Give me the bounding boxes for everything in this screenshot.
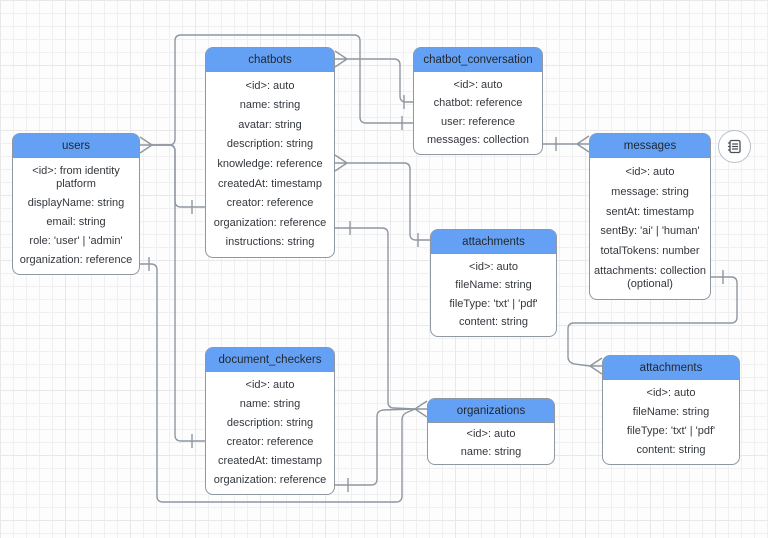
connector-users-document_checkers-creator[interactable]: [152, 144, 205, 448]
entity-chatbot_conversation-title: chatbot_conversation: [414, 48, 542, 72]
connector-users-organizations[interactable]: [140, 257, 416, 503]
field-row: sentAt: timestamp: [605, 205, 695, 218]
field-row: chatbot: reference: [433, 97, 523, 110]
field-row: <id>: auto: [245, 79, 295, 92]
entity-users[interactable]: users <id>: from identity platform displa…: [12, 133, 140, 275]
field-row: createdAt: timestamp: [218, 455, 322, 467]
field-row: <id>: auto: [453, 78, 503, 91]
entity-attachments-bottom[interactable]: attachments <id>: auto fileName: string fi…: [602, 355, 740, 465]
entity-document_checkers[interactable]: document_checkers <id>: auto name: string…: [205, 347, 335, 495]
field-row: description: string: [226, 417, 314, 429]
connector-chatbots-attachments-knowledge[interactable]: [347, 162, 430, 247]
crows-foot-organizations: [414, 400, 428, 418]
field-row: creator: reference: [226, 197, 314, 210]
field-row: user: reference: [441, 115, 515, 128]
field-row: organization: reference: [213, 474, 327, 486]
field-row: fileType: 'txt' | 'pdf': [449, 297, 538, 310]
field-row: creator: reference: [226, 436, 314, 448]
note-indicator[interactable]: [718, 130, 751, 163]
field-row: name: string: [460, 445, 522, 458]
field-row: name: string: [239, 99, 301, 112]
field-row: <id>: auto: [245, 379, 295, 391]
field-row: instructions: string: [225, 236, 315, 249]
entity-chatbot_conversation-fields: <id>: auto chatbot: reference user: refere…: [414, 72, 542, 154]
connector-document_checkers-organizations[interactable]: [335, 408, 416, 492]
field-row: organization: reference: [19, 254, 133, 266]
entity-messages[interactable]: messages <id>: auto message: string sentAt…: [589, 133, 711, 300]
crows-foot-chatbots-knowledge: [334, 154, 348, 172]
connector-users-chatbots-creator[interactable]: [152, 144, 205, 214]
connector-messages-attachments[interactable]: [567, 270, 738, 367]
field-row: createdAt: timestamp: [218, 177, 322, 190]
entity-organizations[interactable]: organizations <id>: auto name: string: [427, 398, 555, 465]
crows-foot-messages: [576, 135, 590, 153]
field-row: messages: collection: [426, 134, 530, 147]
field-row: <id>: auto: [625, 165, 675, 178]
connector-users-chatbot_conversation-user[interactable]: [152, 34, 413, 146]
entity-document_checkers-title: document_checkers: [206, 348, 334, 372]
field-row: displayName: string: [27, 197, 125, 209]
field-row: <id>: from identity platform: [32, 165, 120, 190]
entity-messages-fields: <id>: auto message: string sentAt: timesta…: [590, 158, 710, 299]
entity-chatbots-fields: <id>: auto name: string avatar: string desc…: [206, 72, 334, 257]
entity-attachments-middle-fields: <id>: auto fileName: string fileType: 'txt…: [431, 254, 556, 336]
field-row: attachments: collection (optional): [594, 265, 706, 291]
entity-chatbots-title: chatbots: [206, 48, 334, 72]
entity-users-title: users: [13, 134, 139, 158]
crows-foot-users: [139, 136, 153, 154]
connector-chatbot_conversation-messages[interactable]: [543, 137, 577, 151]
entity-attachments-bottom-fields: <id>: auto fileName: string fileType: 'txt…: [603, 380, 739, 464]
crows-foot-attachments-bottom: [589, 357, 603, 375]
entity-organizations-title: organizations: [428, 399, 554, 423]
field-row: sentBy: 'ai' | 'human': [600, 225, 700, 238]
field-row: fileName: string: [632, 406, 710, 418]
field-row: email: string: [46, 216, 106, 228]
field-row: fileName: string: [455, 279, 532, 292]
entity-attachments-bottom-title: attachments: [603, 356, 739, 380]
field-row: avatar: string: [238, 118, 302, 131]
entity-messages-title: messages: [590, 134, 710, 158]
field-row: totalTokens: number: [600, 245, 700, 258]
connector-chatbots-organizations[interactable]: [335, 221, 416, 410]
entity-attachments-middle-title: attachments: [431, 230, 556, 254]
entity-attachments-middle[interactable]: attachments <id>: auto fileName: string fi…: [430, 229, 557, 337]
connector-chatbots-chatbot_conversation-chatbot[interactable]: [347, 58, 413, 109]
entity-users-fields: <id>: from identity platform displayName:…: [13, 158, 139, 274]
field-row: <id>: auto: [469, 260, 518, 273]
entity-chatbot_conversation[interactable]: chatbot_conversation <id>: auto chatbot: …: [413, 47, 543, 155]
field-row: fileType: 'txt' | 'pdf': [626, 425, 716, 437]
field-row: description: string: [226, 138, 314, 151]
field-row: organization: reference: [213, 216, 327, 229]
field-row: content: string: [458, 316, 529, 329]
field-row: name: string: [239, 398, 301, 410]
field-row: <id>: auto: [646, 387, 696, 399]
entity-document_checkers-fields: <id>: auto name: string description: strin…: [206, 372, 334, 494]
field-row: <id>: auto: [466, 428, 516, 441]
field-row: knowledge: reference: [217, 157, 323, 170]
field-row: message: string: [611, 185, 689, 198]
notepad-icon: [727, 139, 741, 154]
field-row: role: 'user' | 'admin': [29, 235, 123, 247]
field-row: content: string: [636, 444, 706, 456]
crows-foot-chatbots-header: [334, 50, 348, 68]
entity-organizations-fields: <id>: auto name: string: [428, 423, 554, 464]
entity-chatbots[interactable]: chatbots <id>: auto name: string avatar: s…: [205, 47, 335, 258]
